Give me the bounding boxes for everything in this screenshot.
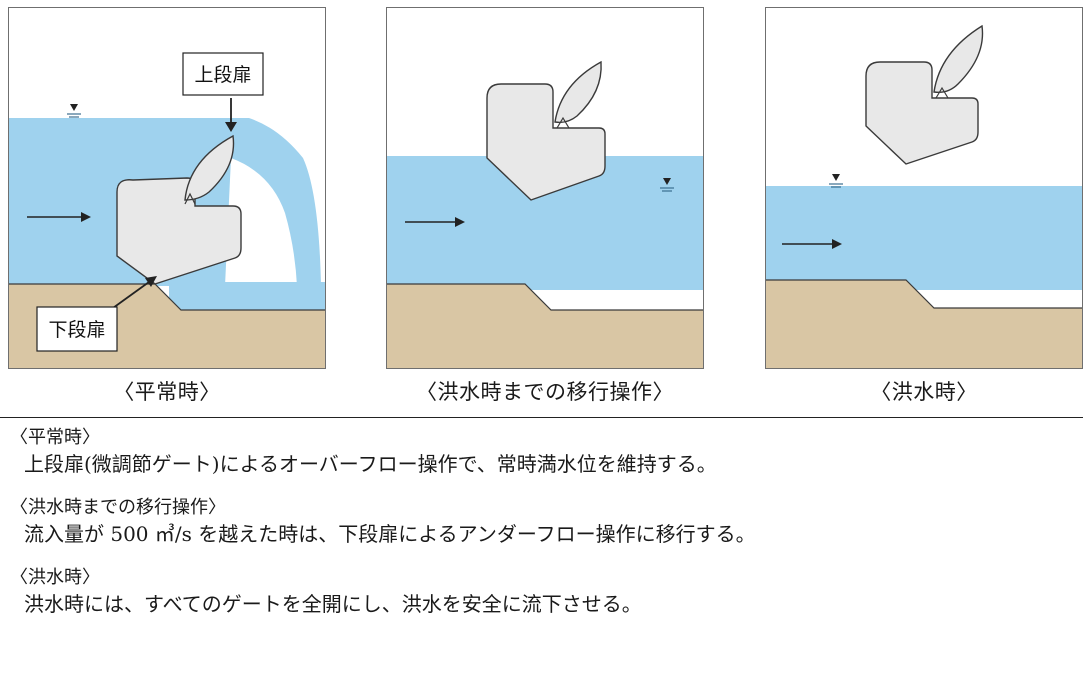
- riverbed: [387, 284, 703, 368]
- lower-gate: [865, 61, 979, 165]
- upper-gate: [184, 134, 235, 201]
- upper-gate: [554, 60, 602, 124]
- upper-gate-label: 上段扉: [194, 64, 251, 86]
- water-downstream: [387, 190, 703, 290]
- note-body: 上段扉(微調節ゲート)によるオーバーフロー操作で、常時満水位を維持する。: [24, 452, 717, 476]
- water-level-icon: [67, 104, 81, 118]
- water-level-icon: [829, 174, 843, 188]
- caption-normal: 〈平常時〉: [113, 380, 221, 404]
- note-flood: 〈洪水時〉 洪水時には、すべてのゲートを全開にし、洪水を安全に流下させる。: [10, 566, 1070, 618]
- notes-section: 〈平常時〉 上段扉(微調節ゲート)によるオーバーフロー操作で、常時満水位を維持す…: [10, 426, 1070, 636]
- flow-arrow-icon: [27, 212, 91, 222]
- note-body: 流入量が 500 ㎥/s を越えた時は、下段扉によるアンダーフロー操作に移行する…: [24, 522, 756, 546]
- note-heading: 〈洪水時までの移行操作〉: [10, 497, 226, 518]
- riverbed: [766, 280, 1082, 368]
- lower-gate: [486, 83, 606, 201]
- caption-transition: 〈洪水時までの移行操作〉: [416, 380, 674, 404]
- note-normal: 〈平常時〉 上段扉(微調節ゲート)によるオーバーフロー操作で、常時満水位を維持す…: [10, 426, 1070, 478]
- diagram-normal: 上段扉 下段扉: [8, 7, 326, 369]
- note-heading: 〈平常時〉: [10, 427, 100, 448]
- diagram-transition: [386, 7, 704, 369]
- water-upstream: [766, 186, 1082, 290]
- flow-arrow-icon: [782, 239, 842, 249]
- caption-flood: 〈洪水時〉: [870, 380, 978, 404]
- diagram-flood: [765, 7, 1083, 369]
- note-heading: 〈洪水時〉: [10, 567, 100, 588]
- flow-arrow-icon: [405, 217, 465, 227]
- water-downstream: [169, 282, 325, 310]
- overflow-gap: [225, 158, 297, 286]
- lower-gate-label: 下段扉: [48, 319, 105, 341]
- note-transition: 〈洪水時までの移行操作〉 流入量が 500 ㎥/s を越えた時は、下段扉によるア…: [10, 496, 1070, 548]
- upper-gate: [933, 24, 984, 94]
- water-level-icon: [660, 178, 674, 192]
- note-body: 洪水時には、すべてのゲートを全開にし、洪水を安全に流下させる。: [24, 592, 642, 616]
- divider: [0, 417, 1083, 418]
